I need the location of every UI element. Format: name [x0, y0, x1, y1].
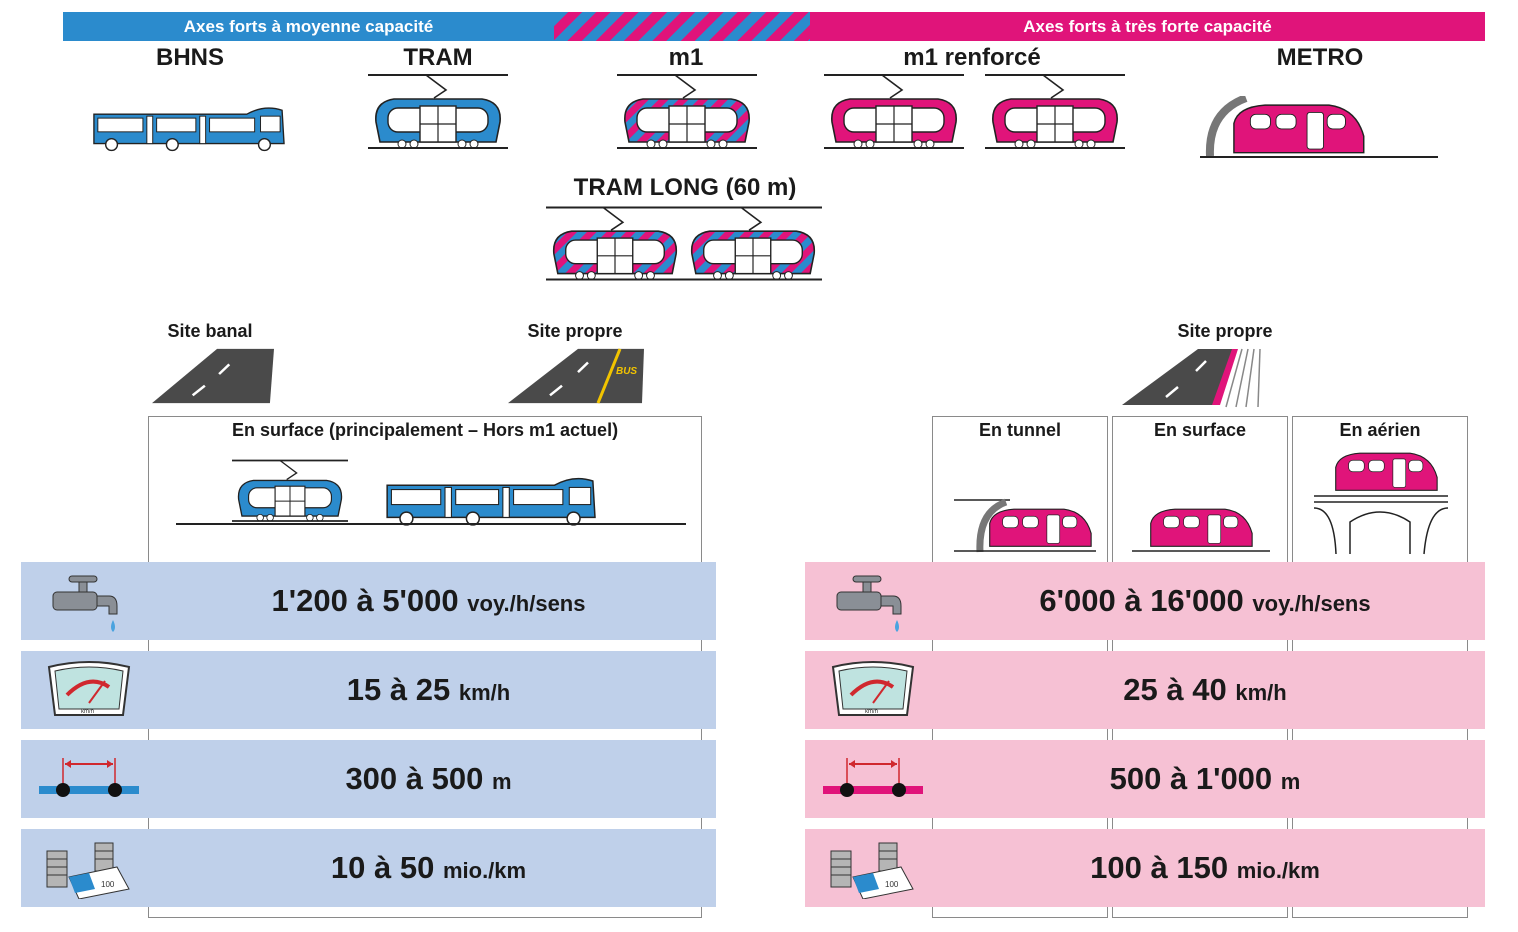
- metro-surface-icon: [1132, 500, 1270, 552]
- bhns-label: BHNS: [155, 44, 224, 71]
- capacity-left-value: 1'200 à 5'000: [271, 583, 459, 618]
- tram-long-car2-icon: [684, 204, 822, 286]
- cost-left-value: 10 à 50: [330, 850, 435, 885]
- capacity-right-row: 6'000 à 16'000 voy./h/sens: [805, 562, 1485, 640]
- aerien-title: En aérien: [1339, 420, 1421, 440]
- money-icon: 100: [830, 842, 914, 899]
- m1-renforce-label: m1 renforcé: [903, 44, 1041, 71]
- high-capacity-banner: Axes forts à très forte capacité: [810, 12, 1485, 41]
- spacing-left-row: 300 à 500 m: [21, 740, 716, 818]
- station-spacing-icon: [823, 758, 923, 797]
- moderate-capacity-banner: Axes forts à moyenne capacité: [63, 12, 554, 41]
- speedometer-icon: km/h: [831, 661, 915, 716]
- metro-icon: [1200, 96, 1438, 158]
- spacing-right-unit: m: [1280, 769, 1301, 794]
- metro-tunnel-icon: [954, 498, 1096, 553]
- tram-icon: [368, 72, 508, 154]
- site-banal-label: Site banal: [167, 321, 253, 341]
- surface-title: En surface: [1153, 420, 1247, 440]
- cost-left-unit: mio./km: [442, 858, 527, 883]
- tap-icon: [836, 575, 902, 632]
- capacity-left-row: 1'200 à 5'000 voy./h/sens: [21, 562, 716, 640]
- speed-right-row: km/h 25 à 40 km/h: [805, 651, 1485, 729]
- m1-renforce-car1-icon: [824, 72, 964, 154]
- road-bus-lane-icon: BUS: [508, 348, 644, 404]
- speed-left-unit: km/h: [458, 680, 511, 705]
- spacing-right-row: 500 à 1'000 m: [805, 740, 1485, 818]
- m1-renforce-car2-icon: [985, 72, 1125, 154]
- capacity-left-unit: voy./h/sens: [467, 591, 586, 616]
- metro-viaduct-icon: [1313, 444, 1449, 555]
- tram-long-label: TRAM LONG (60 m): [573, 174, 797, 201]
- m1-label: m1: [668, 44, 704, 71]
- surface-main-title: En surface (principalement – Hors m1 act…: [231, 420, 619, 440]
- tap-icon: [52, 575, 118, 632]
- spacing-left-unit: m: [491, 769, 512, 794]
- m1-tram-icon: [617, 72, 757, 154]
- speed-right-unit: km/h: [1235, 680, 1287, 705]
- gauge-unit-text: km/h: [81, 709, 94, 715]
- spacing-left-value: 300 à 500: [345, 761, 484, 796]
- tunnel-title: En tunnel: [979, 420, 1061, 440]
- surface-scene-icon: [176, 458, 686, 530]
- money-icon: 100: [46, 842, 130, 899]
- speed-left-row: km/h 15 à 25 km/h: [21, 651, 716, 729]
- bhns-bus-icon: [90, 96, 286, 152]
- cost-right-row: 100 100 à 150 mio./km: [805, 829, 1485, 907]
- speed-left-value: 15 à 25: [346, 672, 451, 707]
- bus-lane-text: BUS: [616, 366, 638, 377]
- tram-label: TRAM: [403, 44, 473, 71]
- capacity-right-value: 6'000 à 16'000: [1039, 583, 1244, 618]
- cost-left-row: 100 10 à 50 mio./km: [21, 829, 716, 907]
- speed-right-value: 25 à 40: [1123, 672, 1227, 707]
- speedometer-icon: km/h: [47, 661, 131, 716]
- spacing-right-value: 500 à 1'000: [1109, 761, 1273, 796]
- metro-label: METRO: [1276, 44, 1364, 71]
- site-propre-left-label: Site propre: [527, 321, 623, 341]
- station-spacing-icon: [39, 758, 139, 797]
- road-dedicated-icon: [1122, 348, 1261, 408]
- transition-banner: [554, 12, 810, 41]
- bill-text: 100: [101, 880, 115, 889]
- cost-right-unit: mio./km: [1236, 858, 1320, 883]
- road-banal-icon: [152, 347, 274, 405]
- tram-long-car1-icon: [546, 204, 684, 286]
- bill-text: 100: [885, 880, 899, 889]
- cost-right-value: 100 à 150: [1090, 850, 1229, 885]
- site-propre-right-label: Site propre: [1177, 321, 1273, 341]
- capacity-right-unit: voy./h/sens: [1252, 591, 1371, 616]
- gauge-unit-text: km/h: [865, 709, 878, 715]
